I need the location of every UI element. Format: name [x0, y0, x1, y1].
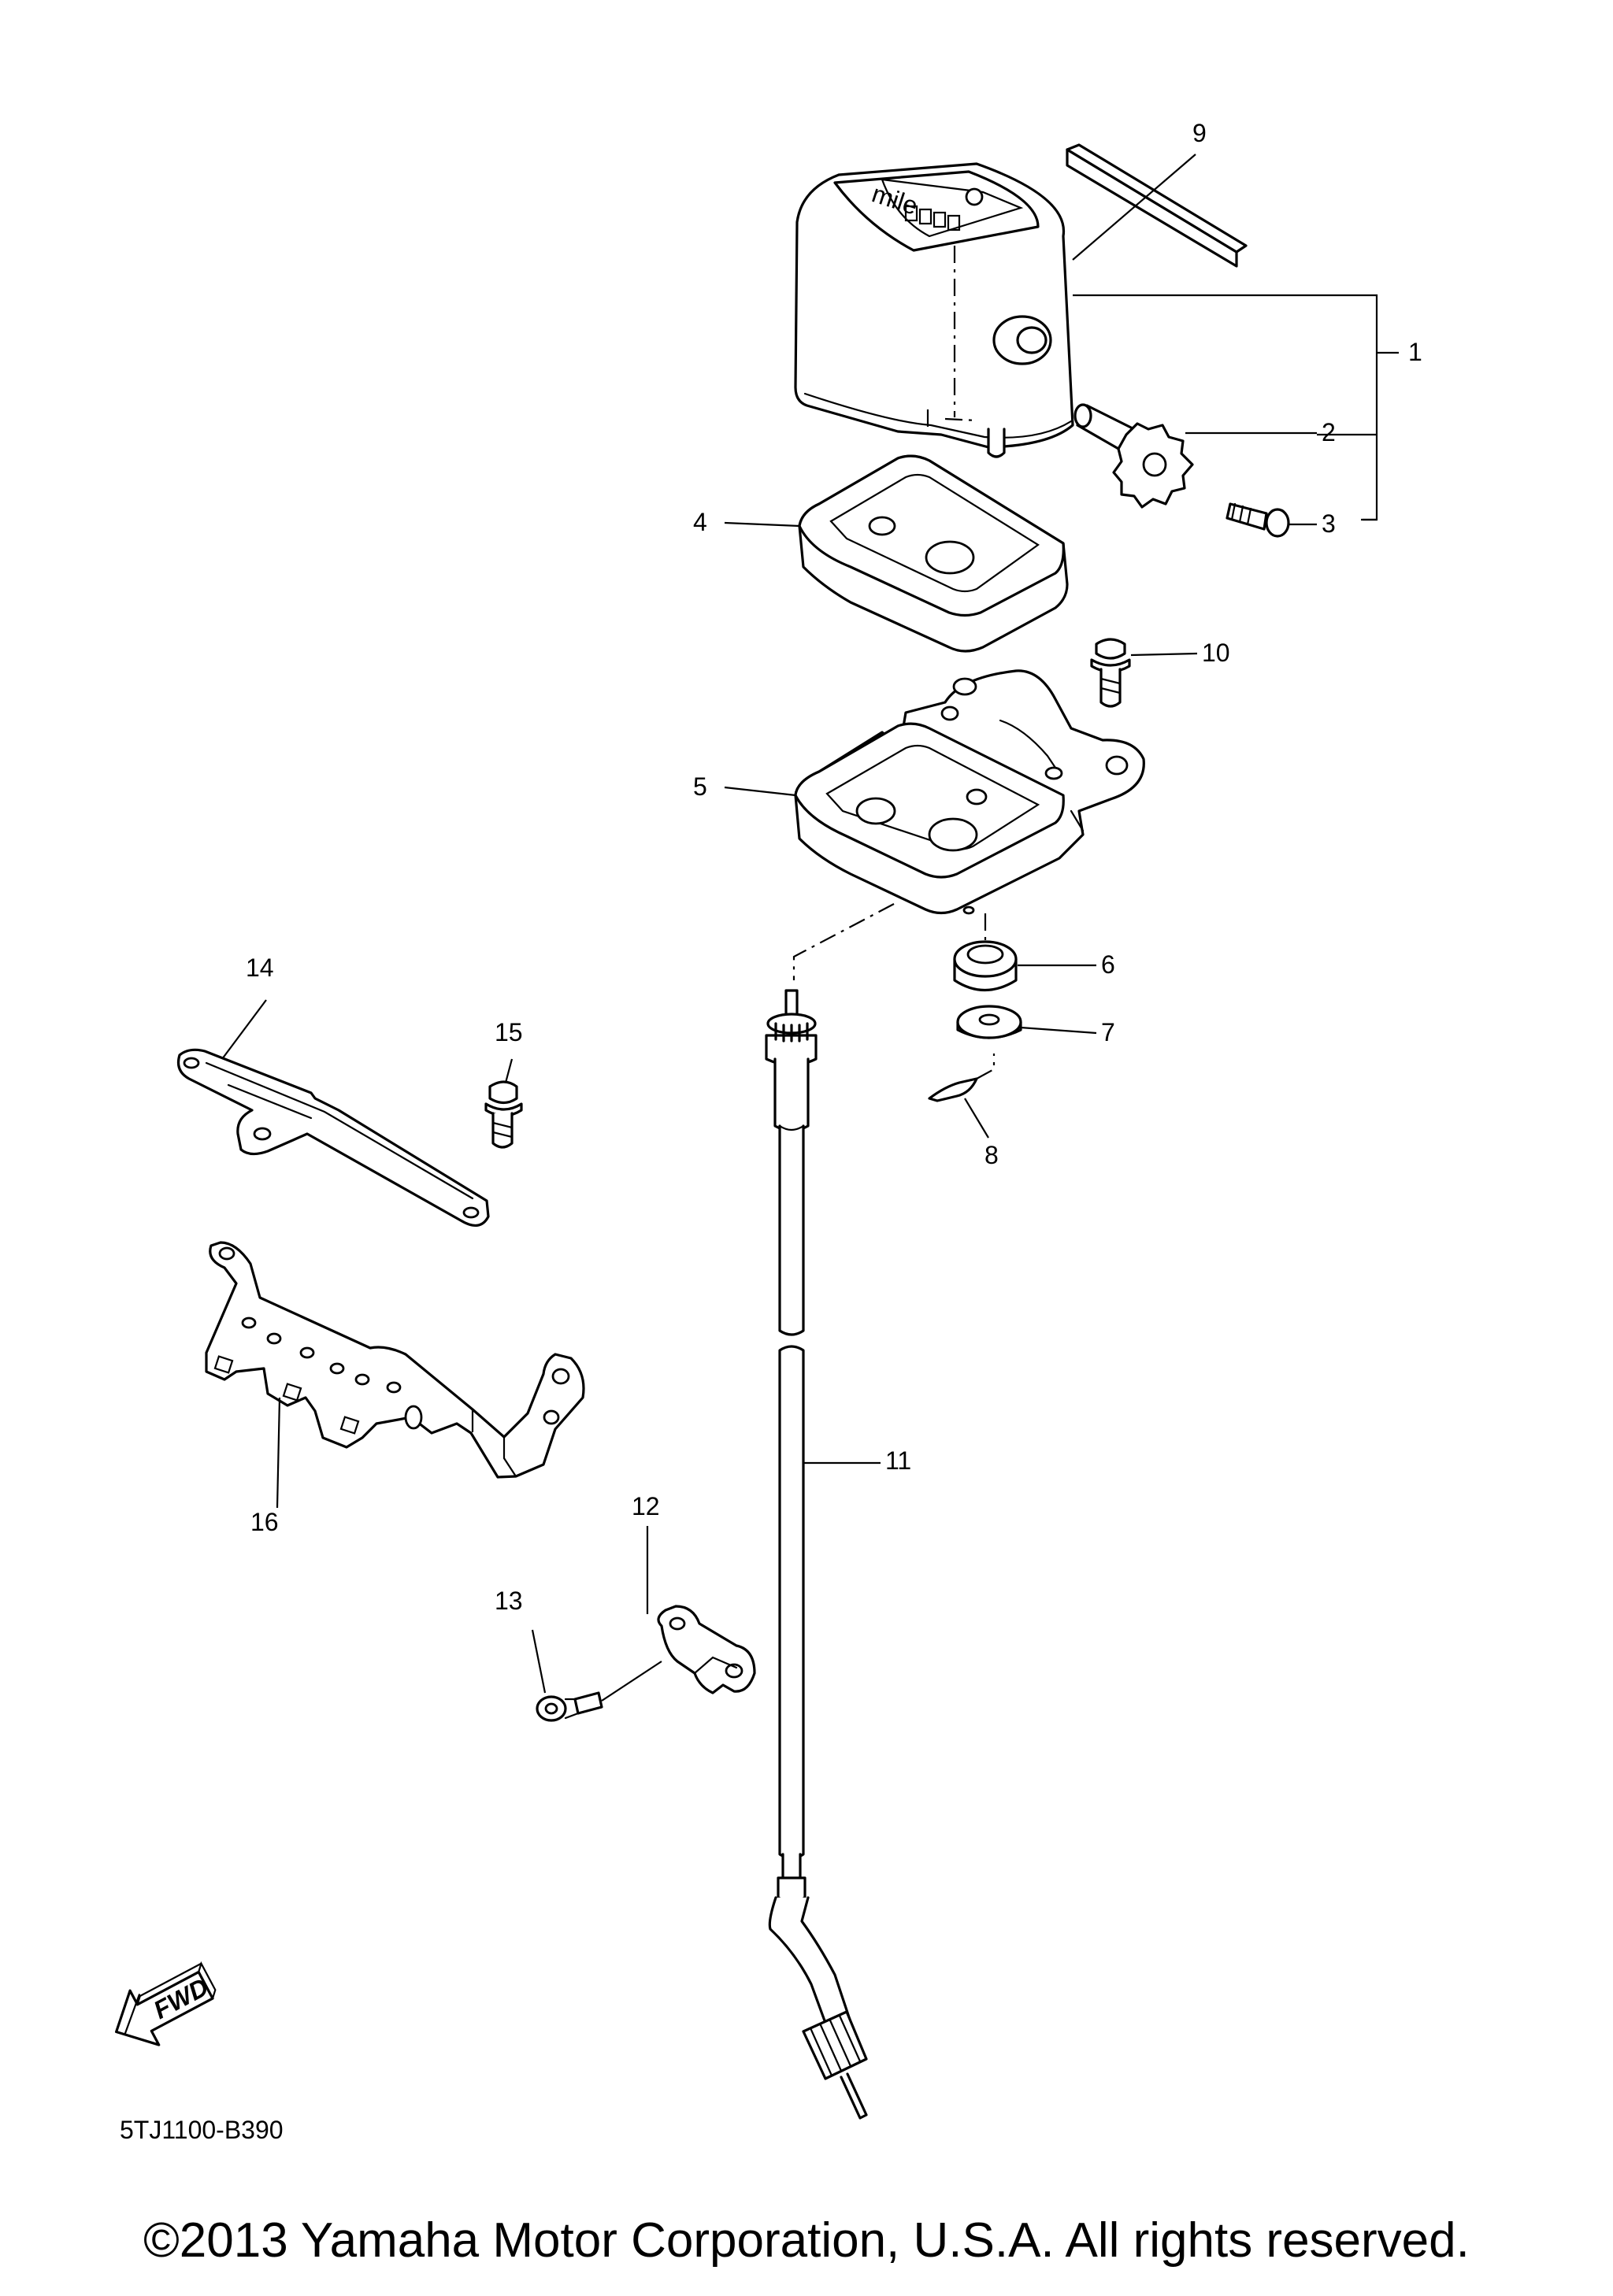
callout-10: 10	[1202, 639, 1230, 667]
part-5-bracket	[794, 669, 1145, 915]
part-7-washer	[956, 1005, 1022, 1039]
callouts: 1 2 3 4 5 6 7 8 9 10 11 12 13 14 15 16	[246, 119, 1422, 1615]
callout-7: 7	[1101, 1018, 1115, 1046]
part-3-screw	[1226, 502, 1290, 538]
part-2-gear	[1073, 403, 1194, 509]
callout-8: 8	[984, 1141, 999, 1169]
part-16-bracket	[205, 1241, 585, 1479]
callout-5: 5	[693, 772, 707, 801]
part-4-damper	[798, 454, 1069, 653]
callout-12: 12	[632, 1492, 660, 1520]
leader-lines	[221, 154, 1399, 1702]
callout-3: 3	[1322, 509, 1336, 538]
callout-4: 4	[693, 508, 707, 536]
callout-14: 14	[246, 954, 274, 982]
reference-code: 5TJ1100-B390	[120, 2116, 284, 2144]
callout-15: 15	[495, 1018, 523, 1046]
copyright-notice: ©2013 Yamaha Motor Corporation, U.S.A. A…	[143, 2213, 1470, 2268]
callout-16: 16	[250, 1508, 279, 1536]
callout-11: 11	[885, 1446, 911, 1475]
meter-assembly: mile	[794, 162, 1074, 458]
part-12-holder	[657, 1605, 756, 1694]
part-15-bolt	[484, 1080, 523, 1149]
callout-2: 2	[1322, 418, 1336, 446]
part-9-tape	[1066, 143, 1248, 268]
callout-9: 9	[1192, 119, 1207, 147]
fwd-arrow-icon: FWD	[115, 1961, 217, 2046]
callout-13: 13	[495, 1587, 523, 1615]
callout-6: 6	[1101, 950, 1115, 979]
part-13-bolt	[536, 1691, 603, 1722]
part-6-grommet	[953, 913, 1018, 992]
part-10-bolt	[1090, 638, 1131, 708]
part-14-stay	[176, 1048, 490, 1227]
callout-1: 1	[1408, 338, 1422, 366]
part-11-cable	[765, 903, 895, 2120]
part-8-clip	[928, 1054, 996, 1102]
